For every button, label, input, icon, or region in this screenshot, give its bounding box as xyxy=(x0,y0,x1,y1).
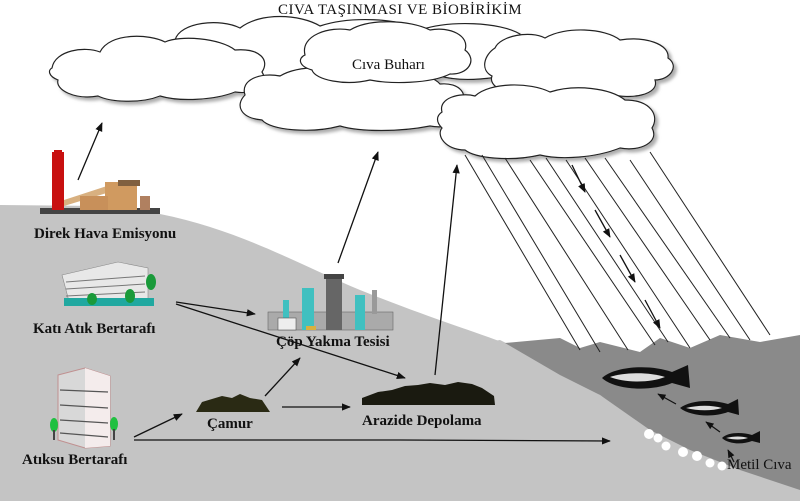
mercury-droplets xyxy=(644,429,727,471)
fish-large xyxy=(602,365,690,389)
sludge-pile xyxy=(196,394,270,412)
label-landfill: Arazide Depolama xyxy=(362,413,482,429)
cloud-group xyxy=(48,15,674,160)
arrow-emission-to-cloud xyxy=(77,122,103,181)
arrow-wastewater-to-sludge xyxy=(133,413,183,438)
fish-small xyxy=(722,431,760,444)
deposition-arrows xyxy=(571,164,661,329)
diagram-title: CIVA TAŞINMASI VE BİOBİRİKİM xyxy=(277,2,523,18)
water-body xyxy=(505,335,800,490)
label-wastewater: Atıksu Bertarafı xyxy=(22,452,128,468)
label-solid-waste: Katı Atık Bertarafı xyxy=(33,321,156,337)
fish-group xyxy=(602,365,760,444)
arrow-solid-waste-to-incinerator xyxy=(175,301,256,317)
office-building-icon xyxy=(61,261,156,306)
rain-cloud-shape xyxy=(436,84,656,160)
fish-medium xyxy=(680,399,739,416)
cloud-shape xyxy=(299,21,472,84)
landfill-pile xyxy=(362,382,495,405)
flow-arrows xyxy=(77,122,611,445)
arrow-landfill-to-cloud xyxy=(434,164,460,376)
label-incinerator: Çöp Yakma Tesisi xyxy=(276,334,390,350)
arrow-incinerator-to-cloud xyxy=(337,151,379,264)
incinerator-icon xyxy=(267,274,394,331)
arrow-wastewater-to-water xyxy=(134,437,611,445)
label-sludge: Çamur xyxy=(207,416,253,432)
rain-lines xyxy=(464,151,771,353)
land-lower xyxy=(0,340,800,501)
arrow-sludge-to-incinerator xyxy=(264,357,301,397)
arrow-solid-waste-to-landfill xyxy=(175,303,406,379)
label-mercury-vapor: Cıva Buharı xyxy=(352,57,425,73)
wastewater-plant-icon xyxy=(50,367,118,449)
label-methyl-mercury: Metil Cıva xyxy=(727,457,792,473)
power-plant-icon xyxy=(40,150,160,214)
food-chain-arrows xyxy=(657,393,735,463)
label-direct-emission: Direk Hava Emisyonu xyxy=(34,226,177,242)
